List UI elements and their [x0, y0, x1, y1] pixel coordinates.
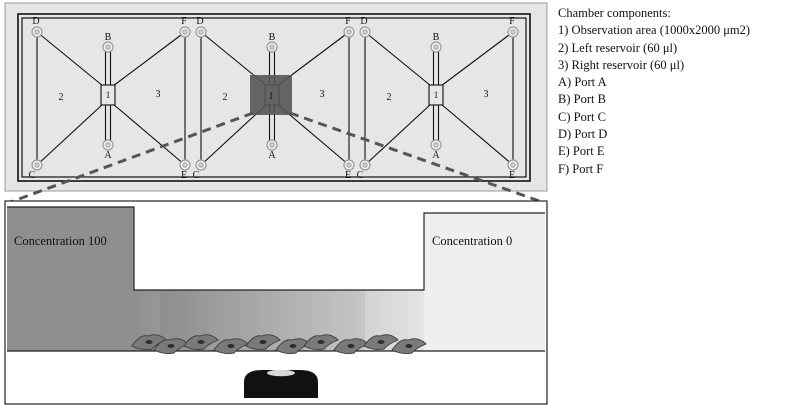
- port-label: A: [432, 150, 440, 161]
- chip: D B F C A E 2 3 1 D B F C A E 2 3 D B F C A E 2 3 1 1: [4, 2, 548, 192]
- zoom-panel: Concentration 100 Concentration 0: [4, 200, 548, 405]
- port-label: F: [181, 16, 187, 27]
- microscope-objective: [244, 369, 318, 398]
- port-label: F: [345, 16, 351, 27]
- port-label: D: [360, 16, 367, 27]
- cell-nucleus: [227, 344, 235, 348]
- cell-nucleus: [317, 340, 325, 344]
- high-concentration-reservoir: [7, 207, 134, 351]
- cell-nucleus: [289, 344, 297, 348]
- region-label: 1: [434, 90, 439, 100]
- port-label: C: [29, 170, 36, 181]
- chambers: D B F C A E 2 3 1 D B F C A E 2 3 D B F C A E 2 3 1: [29, 16, 519, 181]
- legend-item: 2) Left reservoir (60 μl): [558, 40, 678, 55]
- port-label: F: [509, 16, 515, 27]
- legend-item: D) Port D: [558, 127, 608, 142]
- legend-item: B) Port B: [558, 92, 606, 107]
- chamber: D B F C A E 2 3 1: [29, 16, 191, 181]
- legend-title: Chamber components:: [558, 6, 671, 20]
- cell-nucleus: [347, 344, 355, 348]
- region-label: 1: [106, 90, 111, 100]
- port-label: B: [105, 32, 112, 43]
- region-label: 2: [387, 92, 392, 103]
- port-label: B: [433, 32, 440, 43]
- port-label: E: [345, 170, 351, 181]
- port-label: C: [357, 170, 364, 181]
- chamber: D B F C A E 2 3 1: [357, 16, 519, 181]
- channel-outline: [7, 206, 545, 291]
- cell-nucleus: [167, 344, 175, 348]
- cell-nucleus: [145, 340, 153, 344]
- chamber: D B F C A E 2 3: [193, 16, 355, 181]
- legend: Chamber components: 1) Observation area …: [558, 5, 750, 178]
- legend-item: 1) Observation area (1000x2000 μm2): [558, 23, 751, 38]
- port-label: D: [32, 16, 39, 27]
- right-concentration-label: Concentration 0: [432, 234, 512, 248]
- region-label: 2: [59, 92, 64, 103]
- zoom-connector-right: [289, 111, 546, 205]
- port-label: A: [268, 150, 276, 161]
- left-concentration-label: Concentration 100: [14, 234, 107, 248]
- zoom-region: [250, 75, 292, 115]
- port-label: E: [509, 170, 515, 181]
- zoom-connector-left: [7, 111, 254, 205]
- region-label: 3: [484, 89, 489, 100]
- port-label: E: [181, 170, 187, 181]
- port-label: B: [269, 32, 276, 43]
- region-label: 3: [156, 89, 161, 100]
- legend-item: F) Port F: [558, 161, 604, 176]
- legend-item: C) Port C: [558, 109, 606, 124]
- chip-inner-border: [21, 17, 527, 178]
- region-label: 3: [320, 89, 325, 100]
- legend-item: A) Port A: [558, 75, 607, 90]
- observation-area: [428, 84, 444, 106]
- legend-item: 3) Right reservoir (60 μl): [558, 57, 685, 72]
- cell-nucleus: [259, 340, 267, 344]
- region-label: 2: [223, 92, 228, 103]
- port-label: D: [196, 16, 203, 27]
- cell-nucleus: [405, 344, 413, 348]
- port-label: C: [193, 170, 200, 181]
- port-label: A: [104, 150, 112, 161]
- legend-item: E) Port E: [558, 144, 605, 159]
- cells: [131, 334, 427, 355]
- low-concentration-reservoir: [424, 213, 545, 351]
- cell-nucleus: [197, 340, 205, 344]
- zoom-region-label: 1: [269, 91, 274, 102]
- cell-nucleus: [377, 340, 385, 344]
- chip-outer-border: [17, 13, 531, 182]
- observation-area: [100, 84, 116, 106]
